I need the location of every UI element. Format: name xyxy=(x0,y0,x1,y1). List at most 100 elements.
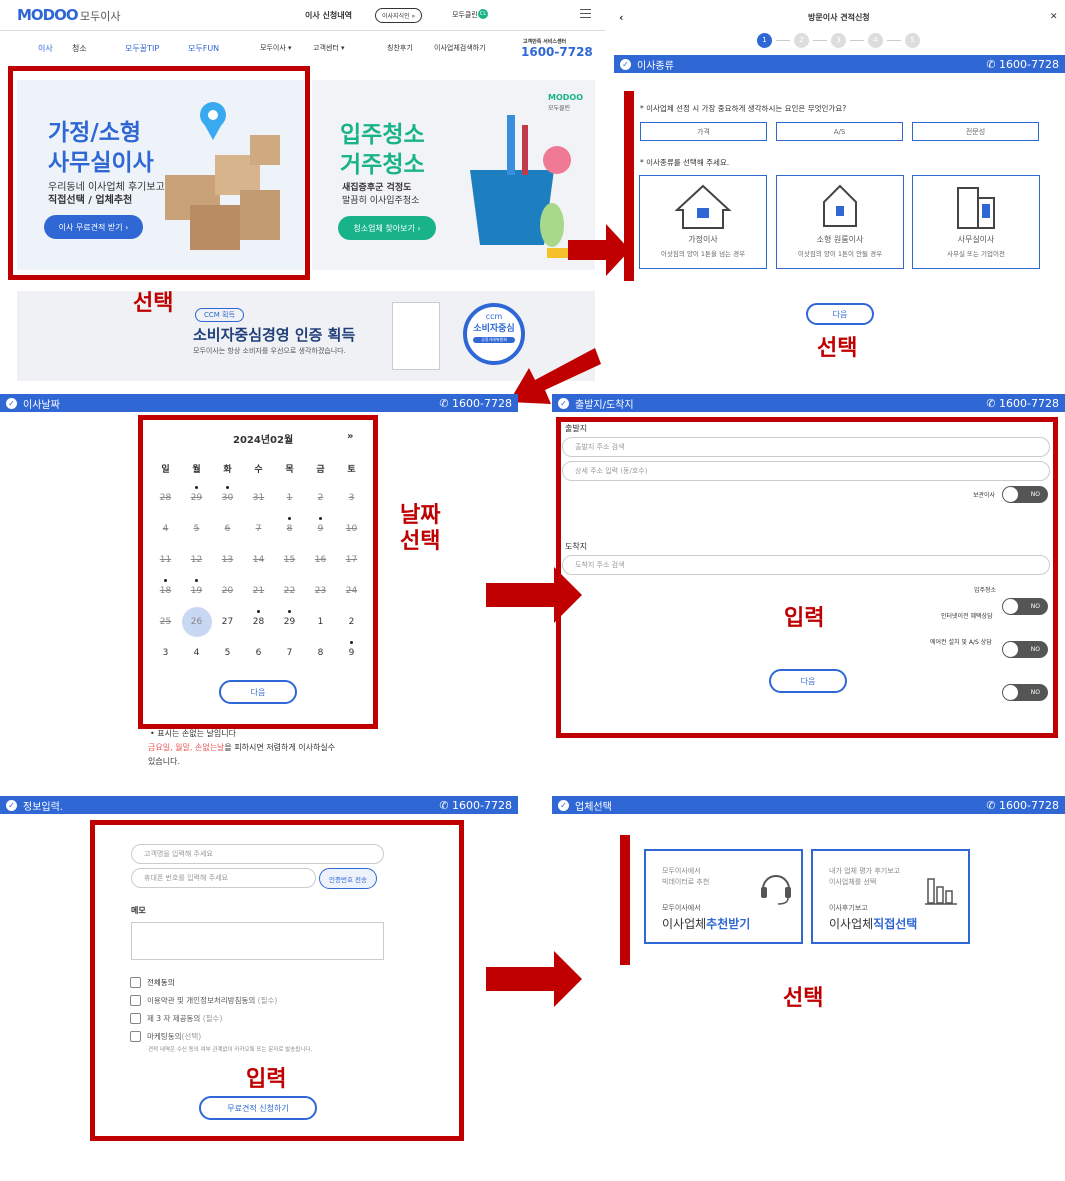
banner1-title2: 사무실이사 xyxy=(48,150,154,176)
calendar-day: 29 xyxy=(181,482,212,513)
agree-marketing-label: 마케팅동의 xyxy=(147,1032,182,1041)
memo-textarea[interactable] xyxy=(131,922,384,960)
panel2-title: 방문이사 견적신청 xyxy=(808,13,870,22)
nav-modoo-clean[interactable]: 모두클린 xyxy=(452,11,478,19)
nav-tip[interactable]: 모두꿀TIP xyxy=(125,44,160,53)
phone-number-input[interactable]: 휴대폰 번호를 입력해 주세요 xyxy=(131,868,316,888)
step-3: 3 xyxy=(831,33,846,48)
calendar-day: 9 xyxy=(305,513,336,544)
step-4: 4 xyxy=(868,33,883,48)
option-price[interactable]: 가격 xyxy=(640,122,767,141)
calendar-day[interactable]: 8 xyxy=(317,647,324,658)
back-icon[interactable]: ‹ xyxy=(619,11,624,24)
type-home-card[interactable]: 가정이사 이삿짐의 양이 1톤을 넘는 경우 xyxy=(639,175,767,269)
calendar-day[interactable]: 7 xyxy=(286,647,293,658)
calendar-day[interactable]: 29 xyxy=(274,606,305,637)
next-month-button[interactable]: » xyxy=(347,431,354,442)
calendar-day: 18 xyxy=(150,575,181,606)
calendar-day[interactable]: 27 xyxy=(221,616,234,627)
calendar-day[interactable]: 4 xyxy=(193,647,200,658)
recommend-company-card[interactable]: 모두이사에서 빅데이터로 추천 모두이사에서 이사업체추천받기 xyxy=(644,849,803,944)
customer-name-input[interactable]: 고객명을 입력해 주세요 xyxy=(131,844,384,864)
close-icon[interactable]: ✕ xyxy=(1050,12,1058,22)
calendar-day[interactable]: 9 xyxy=(336,637,367,668)
send-verification-button[interactable]: 인증번호 전송 xyxy=(319,868,377,889)
agree-third-party-checkbox[interactable] xyxy=(130,1013,141,1024)
calendar-day-selected[interactable]: 26 xyxy=(181,606,212,637)
check-icon: ✓ xyxy=(6,799,17,811)
internet-toggle[interactable]: NO xyxy=(1002,641,1048,658)
ccm-seal-main: 소비자중심 xyxy=(473,324,515,334)
agree-terms-checkbox[interactable] xyxy=(130,995,141,1006)
nav-move[interactable]: 이사 xyxy=(38,44,53,53)
type-office-card[interactable]: 사무실이사 사무실 또는 기업이전 xyxy=(912,175,1040,269)
origin-detail-input[interactable]: 상세 주소 입력 (동/호수) xyxy=(562,461,1050,481)
nav-modoo-menu[interactable]: 모두이사 ▾ xyxy=(260,44,292,52)
option-as[interactable]: A/S xyxy=(776,122,903,141)
agree-terms-label: 이용약관 및 개인정보처리방침동의 xyxy=(147,996,256,1005)
service-center-phone[interactable]: 1600-7728 xyxy=(521,45,593,59)
agree-terms-row[interactable]: 이용약관 및 개인정보처리방침동의 (필수) xyxy=(130,995,277,1006)
agree-all-checkbox[interactable] xyxy=(130,977,141,988)
direct-select-card[interactable]: 내가 업체 평가 후기보고 이사업체를 선택 이사후기보고 이사업체직접선택 xyxy=(811,849,970,944)
highlight-box-company xyxy=(620,835,630,965)
find-cleaning-button[interactable]: 청소업체 찾아보기 › xyxy=(338,216,436,240)
nav-company-search[interactable]: 이사업체검색하기 xyxy=(434,44,486,52)
hamburger-menu-icon[interactable] xyxy=(580,9,591,18)
phone-link[interactable]: ✆ 1600-7728 xyxy=(439,396,512,410)
toggle-state: NO xyxy=(1030,491,1040,498)
dest-label: 도착지 xyxy=(565,542,588,551)
calendar-day: 17 xyxy=(345,554,358,565)
nav-fun[interactable]: 모두FUN xyxy=(188,44,220,53)
phone-link[interactable]: ✆ 1600-7728 xyxy=(986,798,1059,812)
agree-third-party-label: 제 3 자 제공동의 xyxy=(147,1014,201,1023)
storage-toggle[interactable]: NO xyxy=(1002,486,1048,503)
nav-knowledge-button[interactable]: 이사지식인 » xyxy=(375,8,423,23)
free-quote-button[interactable]: 이사 무료견적 받기 › xyxy=(44,215,143,239)
nav-reviews[interactable]: 칭찬후기 xyxy=(387,44,413,52)
agree-third-party-row[interactable]: 제 3 자 제공동의 (필수) xyxy=(130,1013,222,1024)
weekday-tue: 화 xyxy=(223,464,232,475)
step-indicator: 1 2 3 4 5 xyxy=(757,33,920,48)
calendar-day[interactable]: 3 xyxy=(162,647,169,658)
step-1: 1 xyxy=(757,33,772,48)
submit-quote-button[interactable]: 무료견적 신청하기 xyxy=(199,1096,317,1120)
nav-clean[interactable]: 청소 xyxy=(72,44,87,53)
moving-clean-toggle[interactable]: NO xyxy=(1002,598,1048,615)
calendar-day[interactable]: 28 xyxy=(243,606,274,637)
banner2-desc2: 말끔히 이사입주청소 xyxy=(342,196,420,206)
ccm-seal-bottom: 공정거래위원회 xyxy=(473,337,515,343)
agree-all-row[interactable]: 전체동의 xyxy=(130,977,175,988)
dest-address-input[interactable]: 도착지 주소 검색 xyxy=(562,555,1050,575)
phone-link[interactable]: ✆ 1600-7728 xyxy=(986,57,1059,71)
origin-address-input[interactable]: 출발지 주소 검색 xyxy=(562,437,1050,457)
small-house-icon xyxy=(823,184,857,227)
agree-marketing-checkbox[interactable] xyxy=(130,1031,141,1042)
calendar-day[interactable]: 1 xyxy=(317,616,324,627)
annotation-date-line1: 날짜 xyxy=(400,503,441,528)
modoo-logo[interactable]: MODOO xyxy=(17,6,79,24)
annotation-date-line2: 선택 xyxy=(400,529,441,554)
next-button-type[interactable]: 다음 xyxy=(806,303,874,325)
calendar-day: 15 xyxy=(283,554,296,565)
aircon-toggle[interactable]: NO xyxy=(1002,684,1048,701)
calendar-day[interactable]: 6 xyxy=(255,647,262,658)
annotation-input-address: 입력 xyxy=(784,606,825,631)
service-center-label: 고객만족 서비스센터 xyxy=(523,39,567,45)
question-type: * 이사종류를 선택해 주세요. xyxy=(640,158,730,167)
highlight-box-address xyxy=(556,417,1058,738)
nav-support-menu[interactable]: 고객센터 ▾ xyxy=(313,44,345,52)
office-building-icon xyxy=(957,187,995,229)
calendar-day[interactable]: 2 xyxy=(348,616,355,627)
option-expertise[interactable]: 전문성 xyxy=(912,122,1039,141)
next-button-address[interactable]: 다음 xyxy=(769,669,847,693)
phone-link[interactable]: ✆ 1600-7728 xyxy=(986,396,1059,410)
step-5: 5 xyxy=(905,33,920,48)
agree-marketing-row[interactable]: 마케팅동의(선택) xyxy=(130,1031,201,1042)
next-button-date[interactable]: 다음 xyxy=(219,680,297,704)
calendar-day[interactable]: 5 xyxy=(224,647,231,658)
nav-move-history[interactable]: 이사 신청내역 xyxy=(305,11,352,20)
phone-link[interactable]: ✆ 1600-7728 xyxy=(439,798,512,812)
type-studio-card[interactable]: 소형 원룸이사 이삿짐의 양이 1톤이 안될 경우 xyxy=(776,175,904,269)
card2-main-bold: 직접선택 xyxy=(873,917,918,931)
